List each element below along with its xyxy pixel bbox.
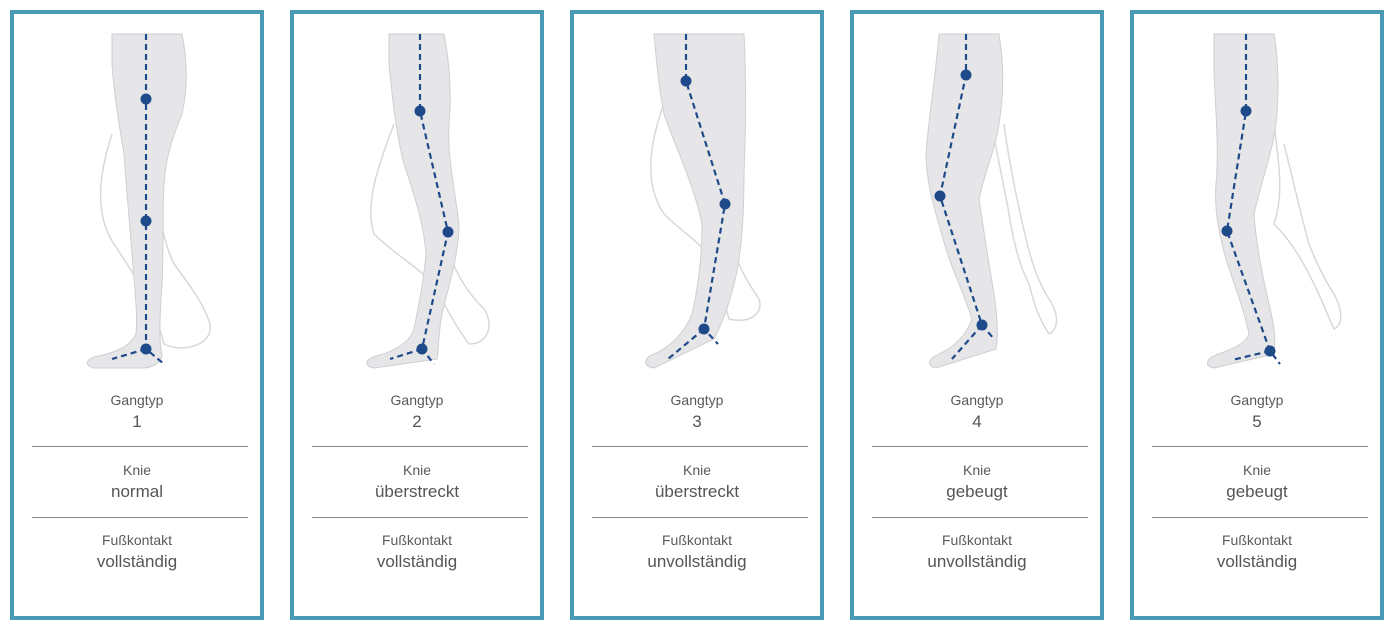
section-divider <box>592 446 808 447</box>
hip-joint-marker <box>1240 105 1252 117</box>
leg-illustration <box>1207 33 1342 369</box>
gangtyp-section: Gangtyp 3 <box>574 392 820 432</box>
fusskontakt-section: Fußkontakt vollständig <box>294 532 540 572</box>
fusskontakt-label: Fußkontakt <box>381 532 453 548</box>
knee-joint-marker <box>1221 225 1233 237</box>
knie-section: Knie überstreckt <box>294 462 540 502</box>
section-divider <box>32 446 248 447</box>
fusskontakt-section: Fußkontakt unvollständig <box>574 532 820 572</box>
gangtyp-section: Gangtyp 2 <box>294 392 540 432</box>
section-divider <box>872 517 1088 518</box>
knie-value: überstreckt <box>654 482 740 501</box>
knie-label: Knie <box>402 462 432 478</box>
leg-axis-line <box>667 34 727 360</box>
gangtyp-value: 3 <box>692 412 702 431</box>
leg-illustration <box>925 33 1058 369</box>
ankle-joint-marker <box>976 319 988 331</box>
knie-value: gebeugt <box>946 482 1008 501</box>
gangtyp-section: Gangtyp 1 <box>14 392 260 432</box>
section-divider <box>312 446 528 447</box>
knie-value: normal <box>111 482 163 501</box>
ankle-joint-marker <box>698 323 710 335</box>
fusskontakt-label: Fußkontakt <box>101 532 173 548</box>
gangtyp-label: Gangtyp <box>110 392 164 408</box>
front-leg-shape <box>86 33 187 369</box>
leg-axis-line <box>111 34 165 365</box>
knee-joint-marker <box>140 215 152 227</box>
gait-card-5: Gangtyp 5 Knie gebeugt Fußkontakt vollst… <box>1130 10 1384 620</box>
section-divider <box>592 517 808 518</box>
fusskontakt-value: unvollständig <box>927 552 1027 571</box>
hip-joint-marker <box>414 105 426 117</box>
fusskontakt-value: vollständig <box>376 552 458 571</box>
gangtyp-label: Gangtyp <box>390 392 444 408</box>
front-leg-shape <box>645 33 746 369</box>
hip-joint-marker <box>140 93 152 105</box>
section-divider <box>1152 517 1368 518</box>
ankle-joint-marker <box>416 343 428 355</box>
front-leg-shape <box>1207 33 1279 369</box>
fusskontakt-value: vollständig <box>96 552 178 571</box>
ankle-joint-marker <box>1264 345 1276 357</box>
knie-label: Knie <box>1242 462 1272 478</box>
leg-illustration <box>645 33 761 369</box>
hip-joint-marker <box>960 69 972 81</box>
fusskontakt-section: Fußkontakt vollständig <box>1134 532 1380 572</box>
section-divider <box>32 517 248 518</box>
section-divider <box>1152 446 1368 447</box>
gangtyp-label: Gangtyp <box>1230 392 1284 408</box>
front-leg-shape <box>366 33 460 369</box>
fusskontakt-value: vollständig <box>1216 552 1298 571</box>
fusskontakt-label: Fußkontakt <box>661 532 733 548</box>
gangtyp-value: 2 <box>412 412 422 431</box>
gait-card-1: Gangtyp 1 Knie normal Fußkontakt vollstä… <box>10 10 264 620</box>
gait-card-3: Gangtyp 3 Knie überstreckt Fußkontakt un… <box>570 10 824 620</box>
knie-section: Knie gebeugt <box>854 462 1100 502</box>
front-leg-shape <box>925 33 1004 369</box>
knie-label: Knie <box>122 462 152 478</box>
gait-card-2: Gangtyp 2 Knie überstreckt Fußkontakt vo… <box>290 10 544 620</box>
knie-section: Knie überstreckt <box>574 462 820 502</box>
fusskontakt-value: unvollständig <box>647 552 747 571</box>
gait-card-4: Gangtyp 4 Knie gebeugt Fußkontakt unvoll… <box>850 10 1104 620</box>
knie-value: überstreckt <box>374 482 460 501</box>
gangtyp-value: 5 <box>1252 412 1262 431</box>
gangtyp-value: 1 <box>132 412 142 431</box>
knee-joint-marker <box>442 226 454 238</box>
knie-section: Knie normal <box>14 462 260 502</box>
fusskontakt-label: Fußkontakt <box>1221 532 1293 548</box>
back-leg-outline <box>1273 123 1342 331</box>
knee-joint-marker <box>934 190 946 202</box>
knie-value: gebeugt <box>1226 482 1288 501</box>
knee-joint-marker <box>719 198 731 210</box>
knie-label: Knie <box>962 462 992 478</box>
back-leg-outline <box>988 103 1058 335</box>
ankle-joint-marker <box>140 343 152 355</box>
leg-illustration <box>86 33 211 369</box>
leg-illustration <box>366 33 490 369</box>
knie-label: Knie <box>682 462 712 478</box>
knie-section: Knie gebeugt <box>1134 462 1380 502</box>
gangtyp-section: Gangtyp 4 <box>854 392 1100 432</box>
fusskontakt-section: Fußkontakt vollständig <box>14 532 260 572</box>
fusskontakt-label: Fußkontakt <box>941 532 1013 548</box>
gangtyp-value: 4 <box>972 412 982 431</box>
back-leg-outline <box>99 133 211 349</box>
section-divider <box>872 446 1088 447</box>
gangtyp-label: Gangtyp <box>950 392 1004 408</box>
hip-joint-marker <box>680 75 692 87</box>
fusskontakt-section: Fußkontakt unvollständig <box>854 532 1100 572</box>
section-divider <box>312 517 528 518</box>
gangtyp-section: Gangtyp 5 <box>1134 392 1380 432</box>
gangtyp-label: Gangtyp <box>670 392 724 408</box>
